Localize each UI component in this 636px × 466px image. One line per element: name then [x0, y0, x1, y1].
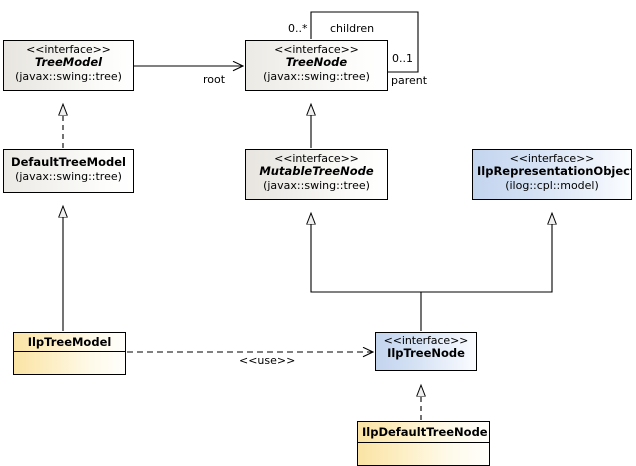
class-box-ilp-default-tree-node[interactable]: IlpDefaultTreeNode [357, 421, 490, 466]
class-stereotype: <<interface>> [509, 152, 595, 165]
edge-label-use: <<use>> [239, 354, 296, 367]
class-name: IlpDefaultTreeNode [362, 425, 488, 439]
edge-ilptreenode-extends-mutabletreenode [311, 213, 422, 331]
class-members-compartment [358, 441, 489, 466]
class-box-default-tree-model[interactable]: DefaultTreeModel (javax::swing::tree) [3, 149, 134, 193]
class-package: (ilog::cpl::model) [505, 178, 599, 192]
class-header: DefaultTreeModel (javax::swing::tree) [4, 150, 133, 186]
edge-label-children: children [330, 22, 375, 35]
class-header: IlpDefaultTreeNode [358, 422, 489, 442]
class-box-mutable-tree-node[interactable]: <<interface>> MutableTreeNode (javax::sw… [245, 149, 388, 200]
class-box-ilp-tree-node[interactable]: <<interface>> IlpTreeNode [375, 332, 477, 371]
class-header: <<interface>> IlpTreeNode [376, 333, 476, 363]
class-name: MutableTreeNode [259, 164, 374, 178]
class-box-tree-model[interactable]: <<interface>> TreeModel (javax::swing::t… [3, 40, 134, 91]
class-header: <<interface>> IlpRepresentationObject (i… [473, 150, 631, 195]
class-header: <<interface>> TreeNode (javax::swing::tr… [246, 41, 387, 86]
class-header: IlpTreeModel [14, 333, 125, 351]
class-name: IlpTreeModel [27, 335, 112, 349]
edge-label-parent: parent [391, 74, 428, 87]
class-stereotype: <<interface>> [26, 43, 111, 56]
edge-label-root: root [203, 73, 226, 86]
edge-multiplicity-parent: 0..1 [392, 52, 413, 65]
class-name: IlpTreeNode [387, 346, 465, 360]
class-name: TreeModel [34, 55, 103, 69]
class-package: (javax::swing::tree) [15, 169, 122, 183]
class-name: IlpRepresentationObject [477, 164, 632, 178]
class-members-compartment [14, 350, 125, 374]
class-stereotype: <<interface>> [274, 43, 359, 56]
class-name: TreeNode [285, 55, 348, 69]
class-header: <<interface>> MutableTreeNode (javax::sw… [246, 150, 387, 195]
class-box-tree-node[interactable]: <<interface>> TreeNode (javax::swing::tr… [245, 40, 388, 91]
class-box-ilp-tree-model[interactable]: IlpTreeModel [13, 332, 126, 375]
class-package: (javax::swing::tree) [263, 69, 370, 83]
class-name: DefaultTreeModel [11, 155, 126, 169]
edge-ilptreenode-extends-ilprepresentationobject [421, 213, 552, 293]
class-box-ilp-representation-object[interactable]: <<interface>> IlpRepresentationObject (i… [472, 149, 632, 200]
class-package: (javax::swing::tree) [15, 69, 122, 83]
class-header: <<interface>> TreeModel (javax::swing::t… [4, 41, 133, 86]
class-package: (javax::swing::tree) [263, 178, 370, 192]
class-stereotype: <<interface>> [274, 152, 359, 165]
class-stereotype: <<interface>> [383, 334, 469, 347]
edge-multiplicity-children: 0..* [288, 22, 308, 35]
